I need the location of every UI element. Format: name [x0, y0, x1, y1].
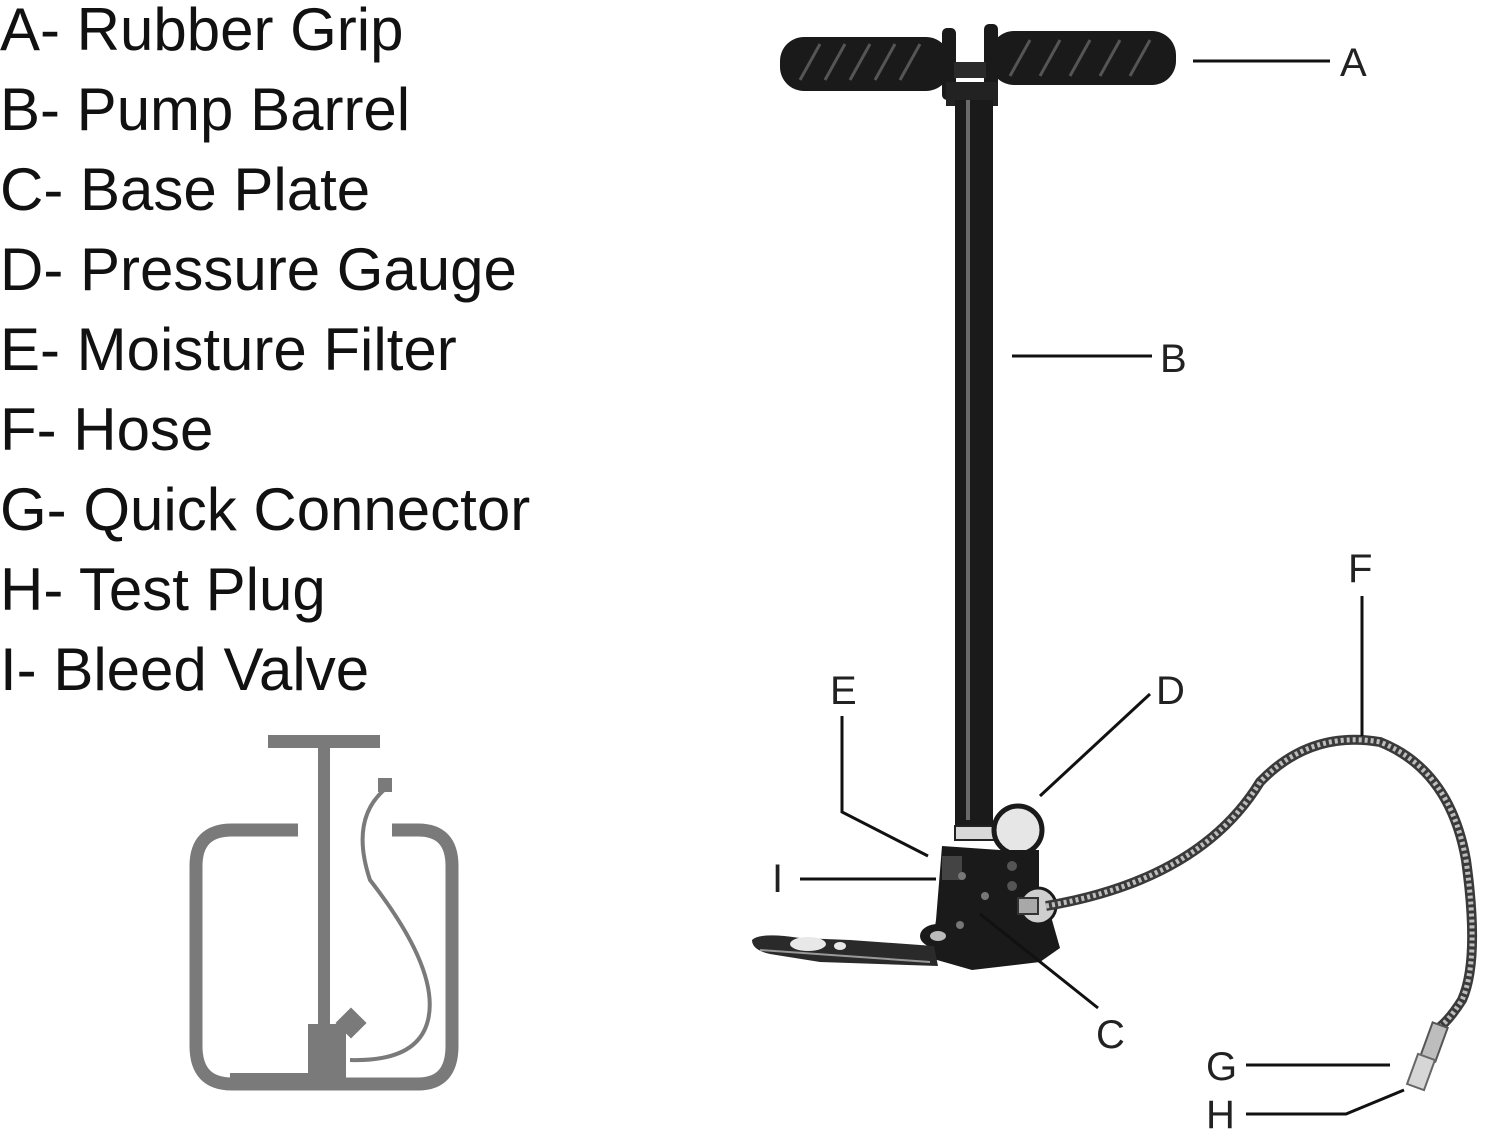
icon-pump-rod — [318, 748, 330, 1038]
callout-i: I — [772, 857, 783, 901]
icon-handle-bar — [268, 735, 380, 748]
callout-g: G — [1206, 1045, 1237, 1089]
test-plug — [1405, 1052, 1437, 1092]
callout-b: B — [1160, 337, 1187, 381]
icon-pump-base — [308, 1024, 346, 1080]
icon-case-outline — [189, 823, 459, 1091]
icon-hose-tip — [378, 778, 392, 792]
callout-c: C — [1096, 1013, 1125, 1057]
legend-item-hose: F- Hose — [0, 396, 214, 463]
icon-hose — [349, 788, 432, 1063]
legend-item-moisture-filter: E- Moisture Filter — [0, 316, 457, 383]
callout-h: H — [1206, 1093, 1235, 1131]
legend-item-bleed-valve: I- Bleed Valve — [0, 636, 370, 703]
leader-lines — [800, 59, 1405, 1116]
pressure-gauge — [991, 803, 1045, 857]
legend-item-pressure-gauge: D- Pressure Gauge — [0, 236, 517, 303]
legend-item-test-plug: H- Test Plug — [0, 556, 326, 623]
legend-item-rubber-grip: A- Rubber Grip — [0, 0, 404, 63]
callout-e: E — [830, 669, 857, 713]
leader-line-e — [840, 716, 929, 858]
legend-item-quick-connector: G- Quick Connector — [0, 476, 531, 543]
rubber-grip-left — [780, 37, 950, 91]
leader-line-c — [979, 912, 1099, 1010]
callout-f: F — [1348, 547, 1372, 591]
pump-illustration — [752, 24, 1478, 1092]
rubber-grip-right — [990, 31, 1176, 85]
icon-gauge — [335, 1007, 367, 1039]
callout-d: D — [1156, 669, 1185, 713]
legend-item-pump-barrel: B- Pump Barrel — [0, 76, 411, 143]
legend-item-base-plate: C- Base Plate — [0, 156, 371, 223]
pump-barrel — [955, 100, 993, 832]
icon-base-plate — [230, 1073, 330, 1079]
parts-legend: A- Rubber Grip B- Pump Barrel C- Base Pl… — [0, 0, 530, 720]
packaging-icon — [189, 735, 459, 1091]
leader-line-h — [1246, 1088, 1405, 1116]
leader-line-d — [1038, 692, 1152, 798]
callout-a: A — [1340, 41, 1367, 85]
